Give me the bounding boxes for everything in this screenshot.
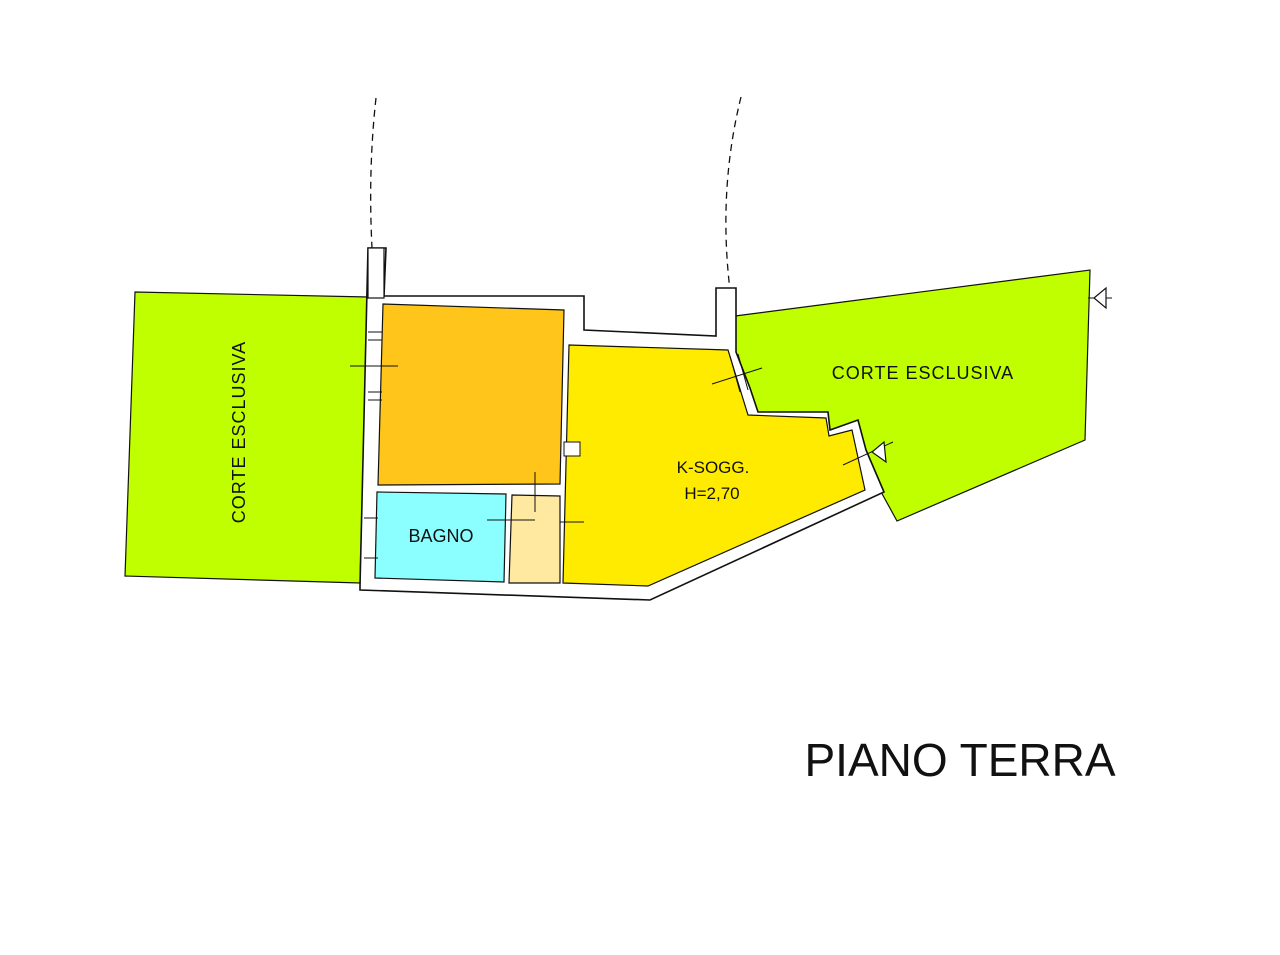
label-corte-right: CORTE ESCLUSIVA	[832, 363, 1014, 383]
label-corte-left: CORTE ESCLUSIVA	[229, 341, 249, 523]
wall-notch	[563, 441, 581, 457]
room-kitchen-living	[562, 344, 866, 587]
dashed-boundary-right	[725, 96, 742, 291]
entrance-arrow-icon	[1093, 286, 1107, 310]
room-hall	[508, 494, 561, 584]
plan-title: PIANO TERRA	[805, 734, 1116, 786]
room-bathroom	[374, 491, 507, 583]
label-bathroom: BAGNO	[408, 526, 473, 546]
entrance-arrow-icon-2	[871, 440, 887, 464]
wall-stub	[367, 247, 385, 299]
label-kitchen-height: H=2,70	[684, 484, 739, 503]
window-marks	[350, 297, 1112, 559]
dashed-boundary-left	[370, 97, 377, 249]
room-orange	[377, 303, 565, 486]
label-kitchen-living: K-SOGG.	[677, 458, 750, 477]
